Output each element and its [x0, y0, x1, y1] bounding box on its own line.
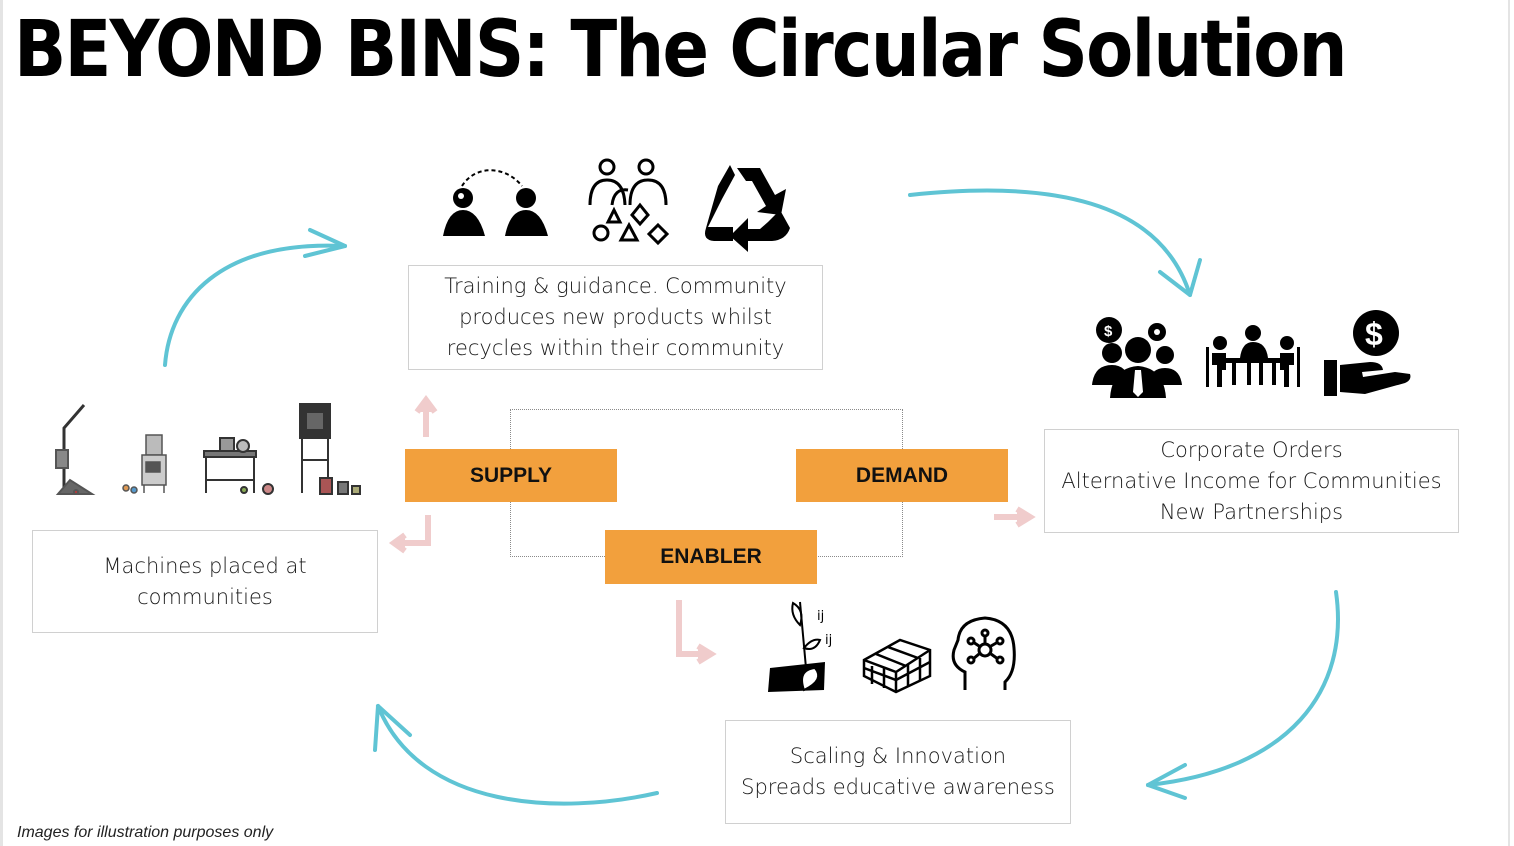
scaling-box: Scaling & Innovation Spreads educative a…: [725, 720, 1071, 824]
oven-machine-image: [299, 403, 361, 495]
small-arrow-down-right: [676, 600, 717, 665]
small-arrow-up: [414, 395, 438, 437]
svg-text:ij: ij: [825, 633, 832, 648]
cycle-arrow-top-left: [163, 228, 347, 367]
machines-line-2: communities: [137, 584, 273, 609]
svg-text:ij: ij: [817, 609, 824, 624]
training-box: Training & guidance. Community produces …: [408, 265, 823, 370]
cycle-arrow-bottom-right: [1146, 590, 1340, 800]
extruder-machine-image: [203, 437, 274, 495]
corporate-line-1: Corporate Orders: [1160, 437, 1343, 462]
meeting-table-icon: [1206, 325, 1300, 387]
slide-title: BEYOND BINS: The Circular Solution: [14, 5, 1348, 95]
demand-tag: DEMAND: [796, 449, 1008, 502]
training-line-1: Training & guidance. Community: [444, 274, 787, 298]
svg-text:$: $: [1104, 323, 1113, 340]
business-team-icon: $: [1092, 317, 1182, 398]
cycle-arrow-bottom-left: [373, 704, 659, 806]
svg-text:$: $: [1365, 316, 1383, 352]
supply-tag: SUPPLY: [405, 449, 617, 502]
people-sharing-icon: [443, 169, 548, 236]
training-line-3: recycles within their community: [446, 336, 785, 360]
money-hand-icon: $: [1324, 310, 1411, 396]
scaling-line-1: Scaling & Innovation: [789, 744, 1007, 768]
machines-box: Machines placed at communities: [32, 530, 378, 633]
training-line-2: produces new products whilst: [459, 305, 772, 329]
corporate-line-3: New Partnerships: [1159, 499, 1344, 524]
corporate-box: Corporate Orders Alternative Income for …: [1044, 429, 1459, 533]
growing-plant-icon: ij ij: [768, 601, 832, 692]
small-arrows: [388, 395, 1036, 665]
machines-line-1: Machines placed at: [103, 553, 307, 578]
corporate-line-2: Alternative Income for Communities: [1061, 468, 1442, 493]
footnote: Images for illustration purposes only: [17, 824, 274, 841]
enabler-tag: ENABLER: [605, 530, 817, 584]
cycle-arrow-top-right: [908, 188, 1202, 297]
scaling-line-2: Spreads educative awareness: [741, 775, 1055, 799]
head-network-icon: [951, 616, 1016, 690]
small-arrow-right: [994, 506, 1036, 528]
injection-machine-image: [122, 434, 167, 494]
shredder-machine-image: [55, 404, 96, 495]
recycle-icon: [705, 165, 790, 252]
cube-innovation-icon: [862, 638, 932, 694]
collaboration-shapes-icon: [588, 158, 670, 246]
small-arrow-left: [388, 515, 431, 554]
